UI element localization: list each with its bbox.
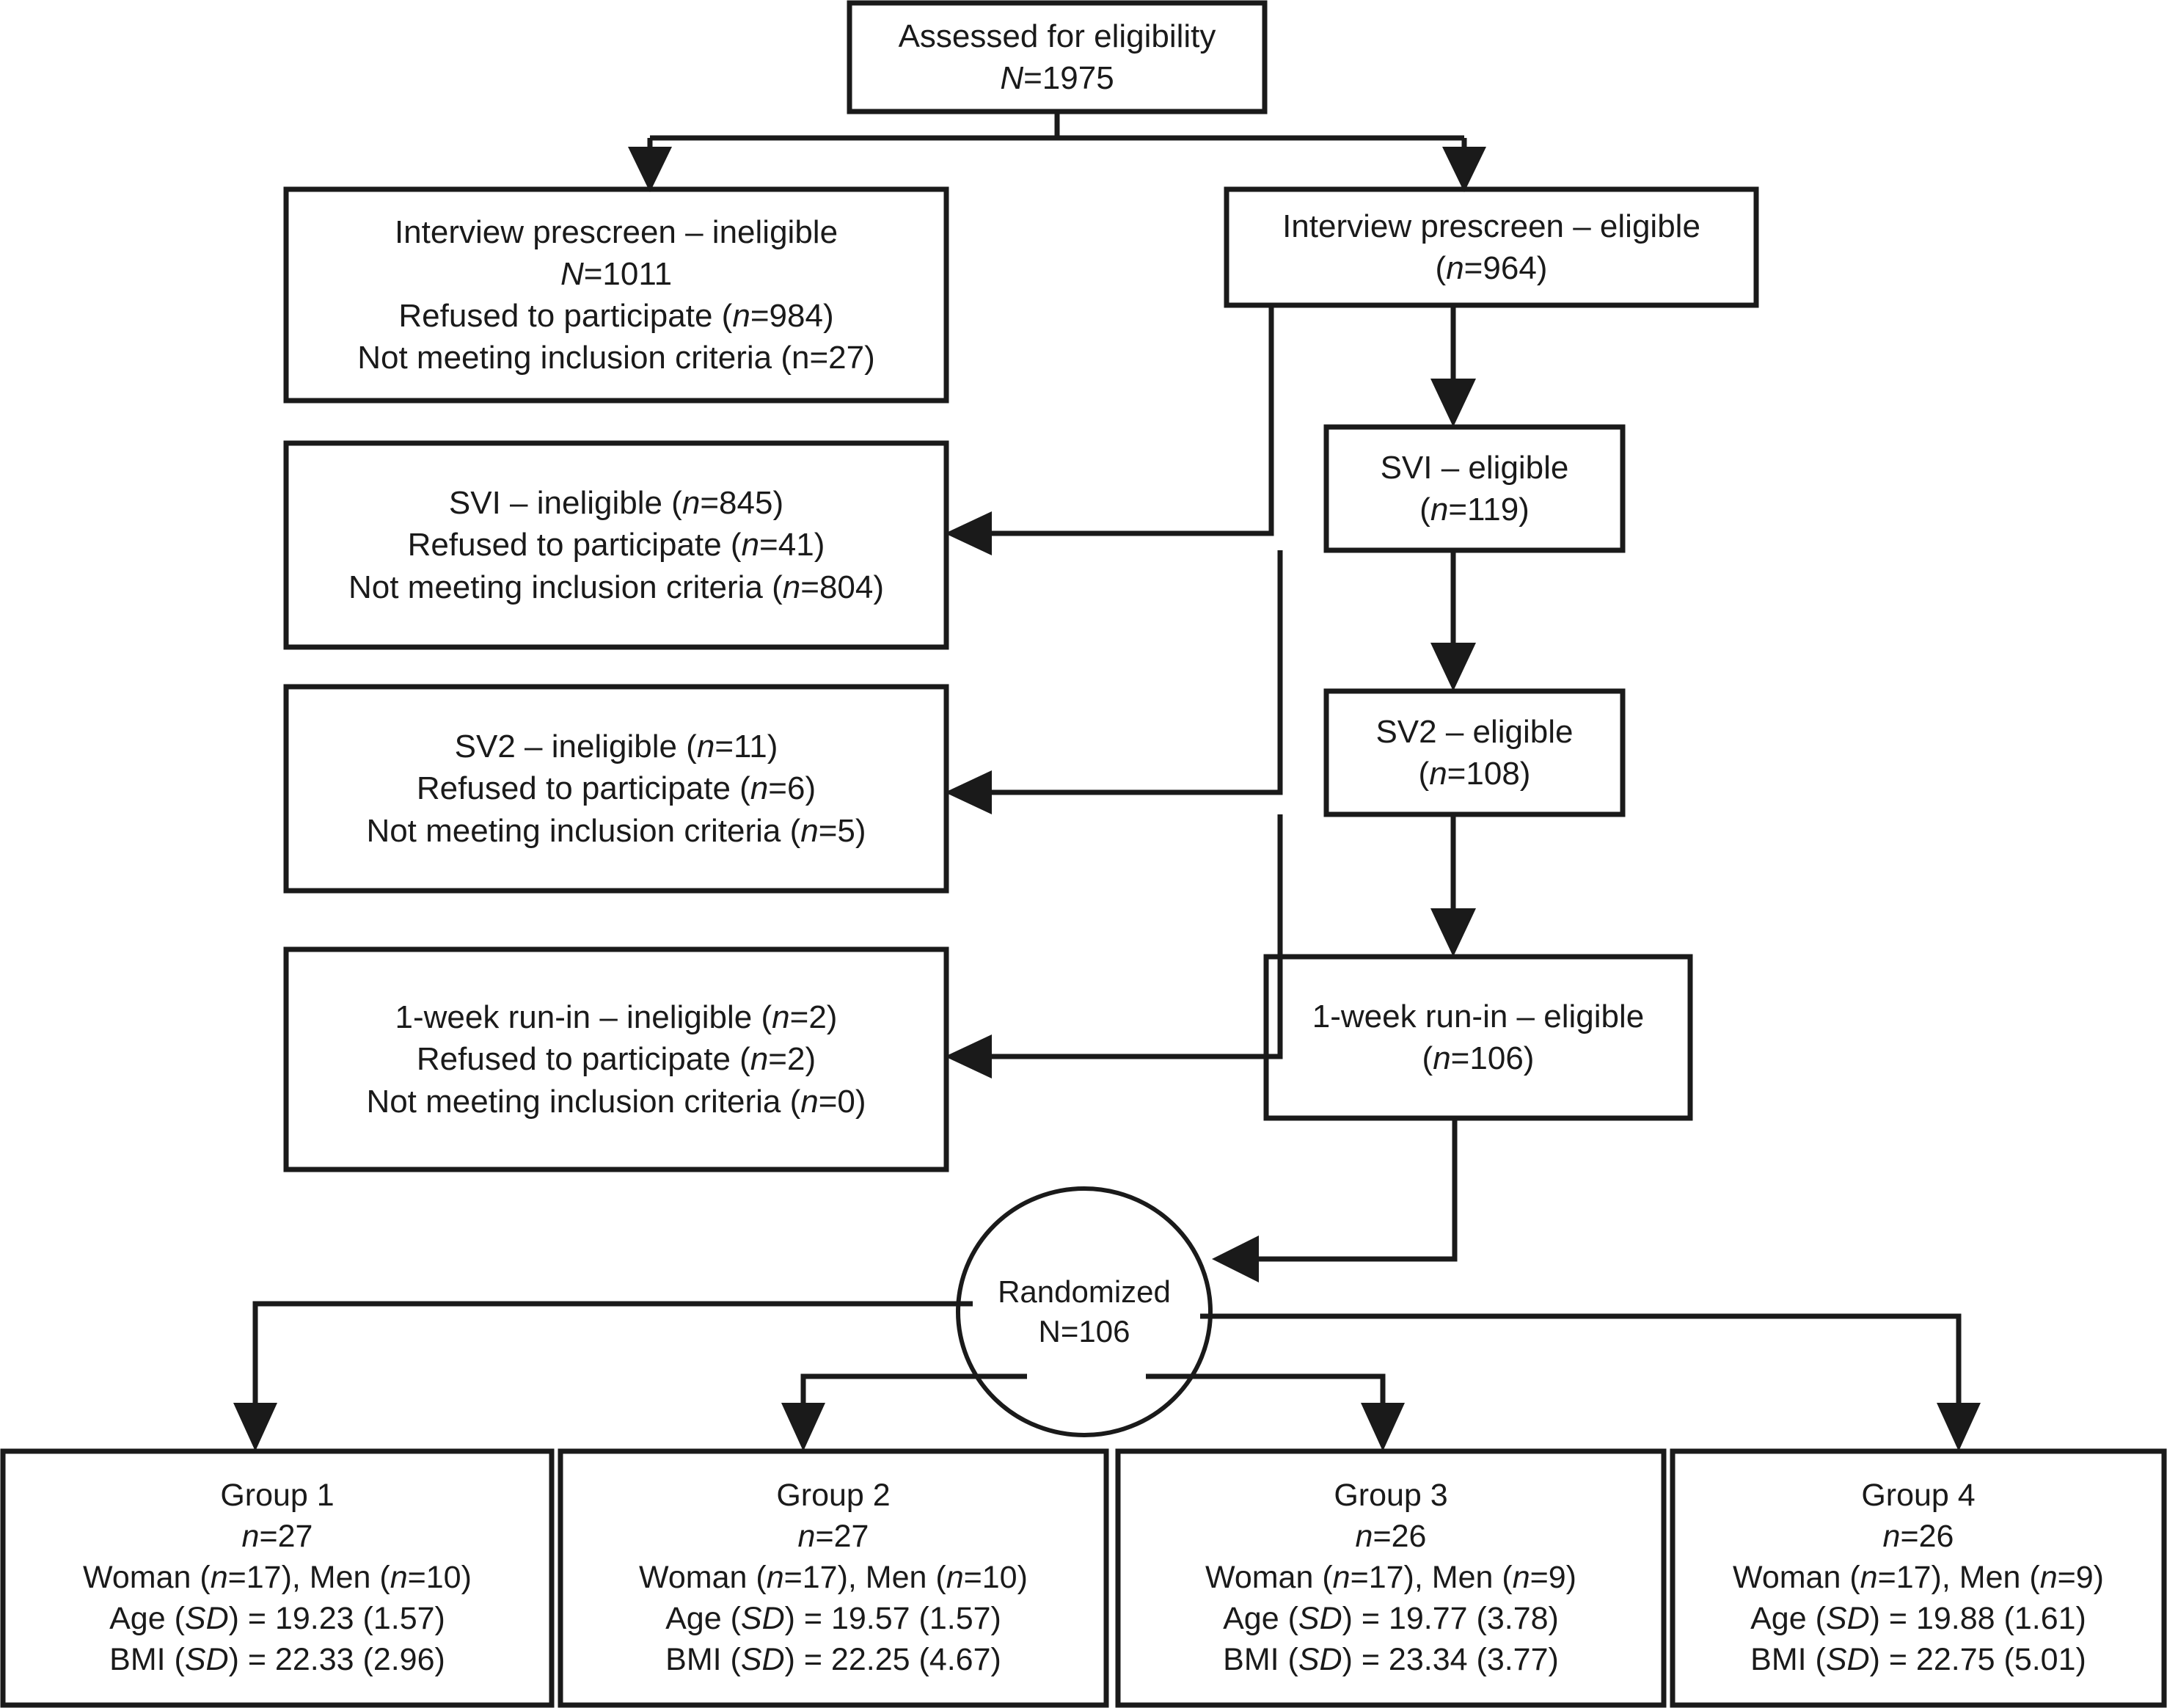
box-group-2 [558, 1448, 1109, 1708]
box-assessed-for-eligibility [847, 0, 1268, 114]
box-group-4 [1670, 1448, 2167, 1708]
connector-randomized-to-group-4 [1200, 1313, 1962, 1420]
arrowhead-sv1-eligible [1430, 379, 1476, 427]
arrowhead-run-in-eligible [1430, 908, 1476, 957]
circle-randomized [956, 1186, 1213, 1437]
box-run-in-eligible [1263, 954, 1693, 1121]
arrowhead-sv1-ineligible [945, 511, 992, 555]
arrowhead-group-3 [1361, 1403, 1405, 1451]
arrowhead-run-in-ineligible [945, 1034, 992, 1079]
box-sv2-ineligible [283, 684, 949, 894]
box-interview-prescreen-eligible [1224, 186, 1759, 308]
arrowhead-group-1 [233, 1403, 277, 1451]
arrowhead-randomized [1212, 1236, 1259, 1282]
connector-sv1-eligible-to-sv2-ineligible [976, 550, 1283, 795]
box-sv1-ineligible [283, 440, 949, 650]
arrowhead-group-4 [1937, 1403, 1981, 1451]
box-group-1 [0, 1448, 555, 1708]
box-sv2-eligible [1323, 688, 1626, 817]
connector-prescreen-eligible-to-sv1-ineligible [976, 305, 1274, 536]
box-sv1-eligible [1323, 424, 1626, 553]
connector-randomized-to-group-1 [252, 1301, 973, 1420]
connector-run-in-eligible-to-randomized [1247, 1118, 1458, 1262]
arrowhead-prescreen-eligible [1442, 147, 1486, 192]
arrowhead-prescreen-ineligible [628, 147, 672, 192]
arrowhead-sv2-ineligible [945, 770, 992, 814]
box-interview-prescreen-ineligible [283, 186, 949, 404]
box-run-in-ineligible [283, 946, 949, 1172]
arrowhead-sv2-eligible [1430, 643, 1476, 691]
arrowhead-group-2 [781, 1403, 825, 1451]
box-group-3 [1115, 1448, 1667, 1708]
connector-sv2-eligible-to-run-in-ineligible [976, 814, 1283, 1059]
